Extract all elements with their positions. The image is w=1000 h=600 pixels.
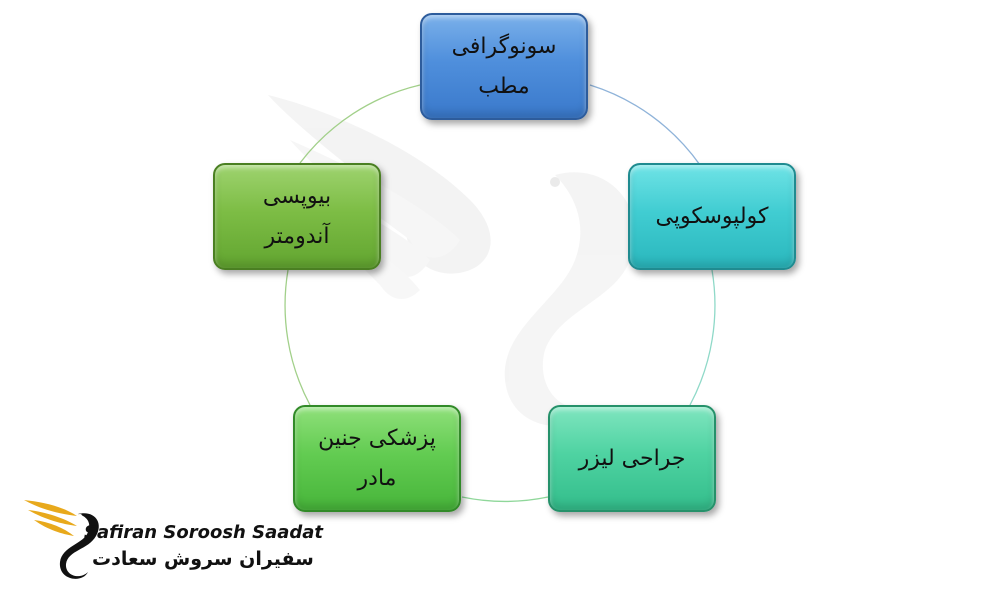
- node-laser-surgery: جراحی لیزر: [548, 405, 716, 512]
- node-sonography-line2: مطب: [478, 73, 530, 99]
- node-fetal-medicine-line2: مادر: [357, 465, 397, 491]
- node-fetal-medicine-line1: پزشکی جنین: [318, 425, 436, 451]
- logo-wing-icon: [24, 500, 99, 579]
- node-laser-surgery-line1: جراحی لیزر: [578, 445, 686, 471]
- logo-latin-text: Safiran Soroosh Saadat: [84, 522, 324, 543]
- node-colposcopy: کولپوسکوپی: [628, 163, 796, 270]
- logo-persian-text: سفیران سروش سعادت: [92, 548, 314, 570]
- node-endometrial-biopsy-line2: آندومتر: [264, 223, 330, 249]
- node-fetal-medicine: پزشکی جنین مادر: [293, 405, 461, 512]
- connector-ring: [284, 84, 716, 503]
- node-sonography-line1: سونوگرافی: [451, 33, 557, 59]
- node-sonography: سونوگرافی مطب: [420, 13, 588, 120]
- node-colposcopy-line1: کولپوسکوپی: [655, 203, 769, 229]
- node-endometrial-biopsy: بیوپسی آندومتر: [213, 163, 381, 270]
- brand-logo: Safiran Soroosh Saadat سفیران سروش سعادت: [22, 492, 323, 582]
- node-endometrial-biopsy-line1: بیوپسی: [262, 183, 332, 209]
